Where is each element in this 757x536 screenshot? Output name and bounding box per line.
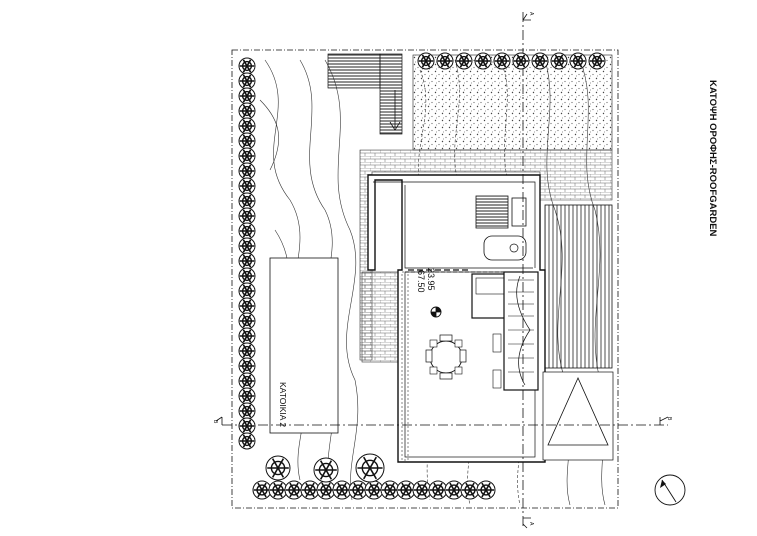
tree-icon — [316, 480, 336, 500]
tree-icon — [238, 387, 256, 405]
tree-icon — [493, 52, 511, 70]
tree-icon — [238, 72, 256, 90]
neighbor-house — [269, 257, 339, 434]
canopy-triangle — [542, 371, 614, 461]
tree-icon — [238, 297, 256, 315]
tree-icon — [238, 87, 256, 105]
section-a-mark-bottom: A — [528, 522, 534, 526]
tree-icon — [238, 342, 256, 360]
elevation-top-label: 23.95 — [426, 268, 436, 291]
tree-icon — [238, 162, 256, 180]
tree-icon — [238, 132, 256, 150]
section-b-mark-left: B — [212, 420, 218, 424]
tree-icon — [238, 192, 256, 210]
dining-table — [425, 334, 467, 380]
tree-icon — [412, 480, 432, 500]
section-line-a — [522, 12, 531, 529]
tree-icon — [238, 402, 256, 420]
pergola — [544, 204, 613, 369]
tree-icon — [364, 480, 384, 500]
tree-icon — [476, 480, 496, 500]
plot-boundary — [231, 49, 619, 509]
tree-icon — [265, 455, 291, 481]
tree-icon — [238, 417, 256, 435]
elevation-bottom-label: 67.50 — [416, 270, 426, 293]
external-stair — [327, 53, 403, 135]
tree-icon — [300, 480, 320, 500]
tree-icon — [284, 480, 304, 500]
north-arrow-icon — [654, 474, 686, 506]
section-b-mark-right: B — [666, 417, 672, 421]
tree-icon — [569, 52, 587, 70]
tree-icon — [348, 480, 368, 500]
tree-icon — [531, 52, 549, 70]
hedge-trees — [238, 52, 606, 500]
tree-icon — [252, 480, 272, 500]
tree-icon — [313, 457, 339, 483]
tree-icon — [238, 432, 256, 450]
tree-icon — [238, 177, 256, 195]
tree-icon — [355, 453, 385, 483]
tree-icon — [588, 52, 606, 70]
tree-icon — [460, 480, 480, 500]
tree-icon — [238, 57, 256, 75]
tree-icon — [238, 357, 256, 375]
tree-icon — [238, 237, 256, 255]
tree-icon — [268, 480, 288, 500]
tree-icon — [444, 480, 464, 500]
tree-icon — [417, 52, 435, 70]
elevation-marker-icon — [430, 306, 442, 318]
water-heater — [483, 235, 527, 261]
tree-icon — [550, 52, 568, 70]
tree-icon — [238, 222, 256, 240]
tree-icon — [238, 267, 256, 285]
tree-icon — [436, 52, 454, 70]
tree-icon — [238, 252, 256, 270]
tree-icon — [238, 117, 256, 135]
tree-icon — [238, 282, 256, 300]
tree-icon — [238, 207, 256, 225]
tree-icon — [428, 480, 448, 500]
tree-icon — [380, 480, 400, 500]
gravel-garden — [412, 54, 613, 151]
tree-icon — [238, 102, 256, 120]
tree-icon — [238, 327, 256, 345]
tree-icon — [238, 372, 256, 390]
solar-panel — [475, 195, 527, 229]
tree-icon — [474, 52, 492, 70]
tree-icon — [512, 52, 530, 70]
neighbor-house-label: ΚΑΤΟΙΚΙΑ 2 — [278, 382, 288, 427]
drawing-title: ΚΑΤΟΨΗ ΟΡΟΦΗΣ-ROOFGARDEN — [707, 80, 718, 237]
tree-icon — [455, 52, 473, 70]
section-line-b — [215, 416, 669, 426]
tree-icon — [396, 480, 416, 500]
tree-icon — [332, 480, 352, 500]
tree-icon — [238, 147, 256, 165]
section-a-mark-top: A — [528, 12, 534, 16]
stair-core — [471, 271, 539, 391]
tree-icon — [238, 312, 256, 330]
